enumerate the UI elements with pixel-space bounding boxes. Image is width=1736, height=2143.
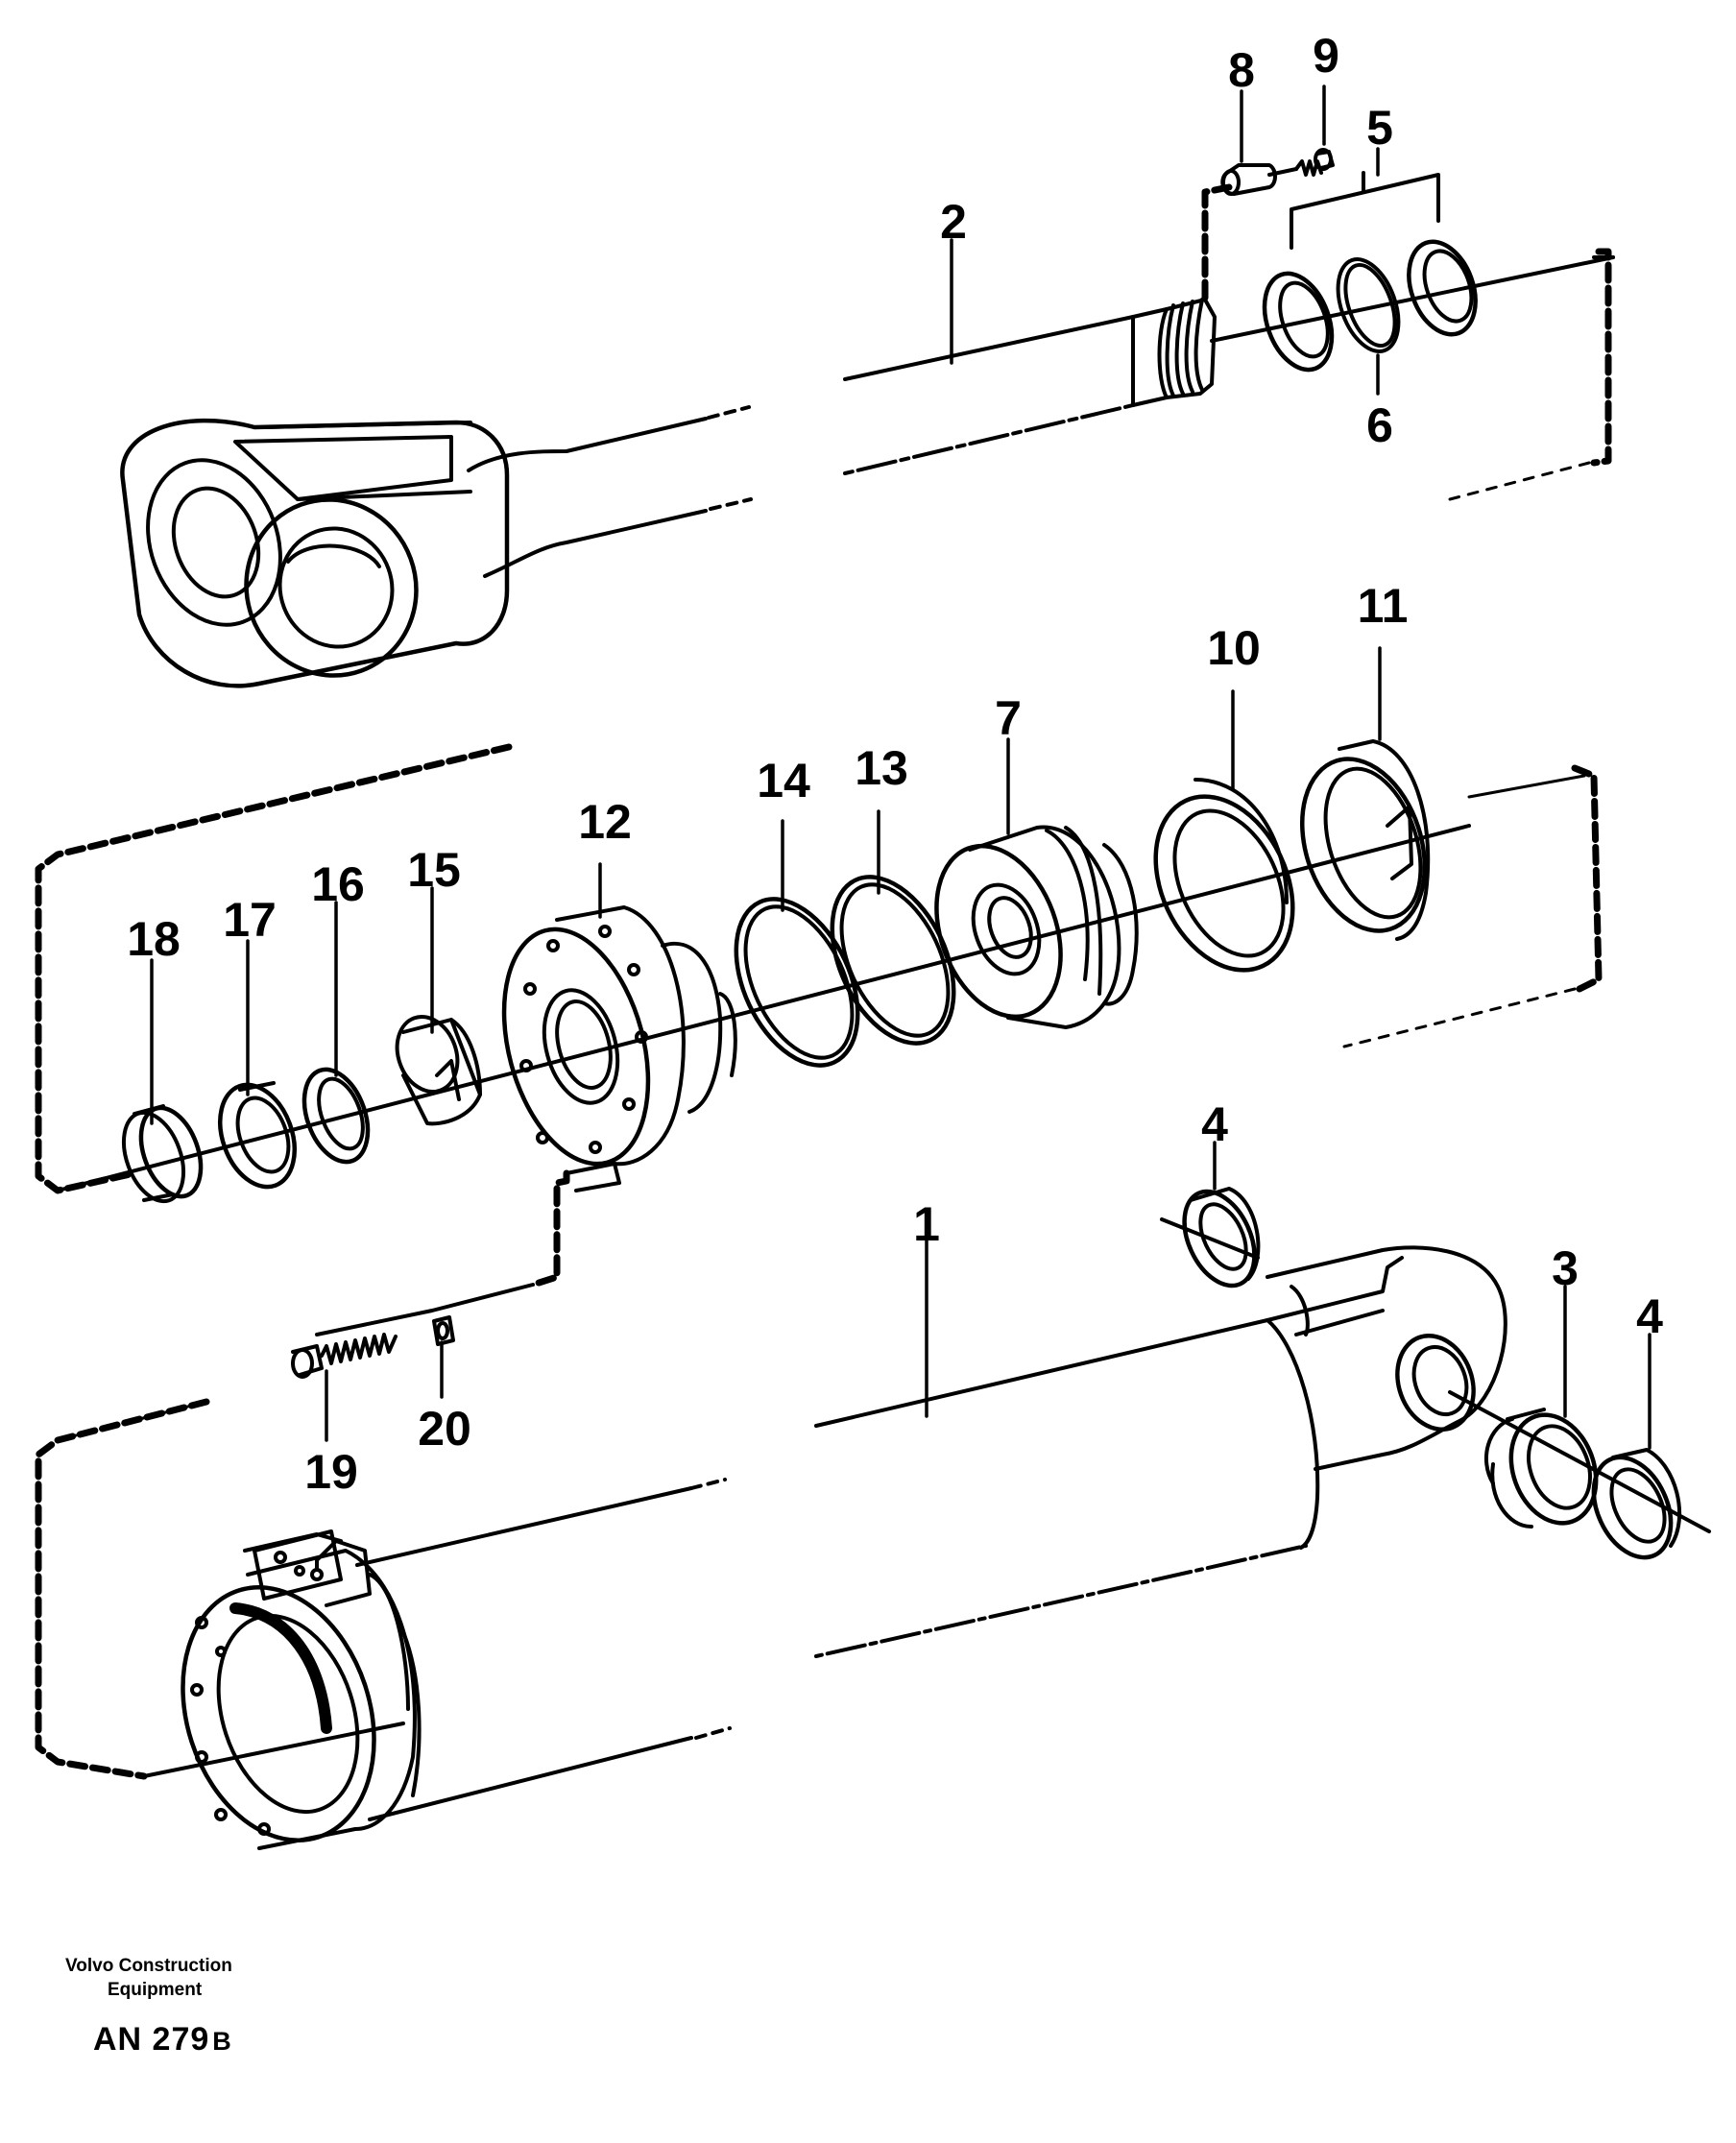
callout-12: 12 xyxy=(578,795,632,849)
bottom-row-frame xyxy=(35,1398,210,1780)
callout-3: 3 xyxy=(1552,1241,1579,1295)
item-4-lower-seal xyxy=(1591,1448,1682,1560)
item-5-seal-ring-b xyxy=(1407,239,1478,337)
item-16-seal-ring xyxy=(301,1067,371,1165)
callout-4-lower: 4 xyxy=(1636,1289,1663,1343)
item-6-o-ring xyxy=(1336,257,1401,353)
callout-8: 8 xyxy=(1228,43,1255,97)
callout-2: 2 xyxy=(940,195,967,249)
item-3-bearing xyxy=(1483,1408,1599,1529)
callout-14: 14 xyxy=(757,754,810,807)
item-18-wiper-seal xyxy=(121,1104,204,1204)
leader-lines xyxy=(150,84,1652,1450)
callout-15: 15 xyxy=(407,843,461,897)
manufacturer-name-line2: Equipment xyxy=(108,1980,203,2000)
item-19-bolt xyxy=(291,1333,398,1379)
callout-10: 10 xyxy=(1207,621,1261,675)
item-8-valve xyxy=(1220,163,1298,196)
item-7-piston xyxy=(934,825,1139,1029)
callout-11: 11 xyxy=(1358,579,1409,633)
middle-to-bottom-connector xyxy=(315,1169,570,1336)
item-12-cylinder-head xyxy=(501,905,737,1192)
callout-1: 1 xyxy=(913,1197,940,1251)
item-5-bracket xyxy=(1290,171,1440,250)
drawing-revision: B xyxy=(212,2027,232,2056)
callout-7: 7 xyxy=(995,691,1022,745)
middle-row-frame xyxy=(35,743,1603,1194)
item-4-upper-seal xyxy=(1182,1187,1261,1288)
item-9-spring xyxy=(1294,148,1335,177)
cylinder-tube-assembly xyxy=(142,1217,1711,1850)
callout-17: 17 xyxy=(223,893,277,947)
callout-20: 20 xyxy=(418,1402,471,1456)
callout-19: 19 xyxy=(304,1445,358,1499)
callout-4-upper: 4 xyxy=(1201,1097,1228,1151)
callout-6: 6 xyxy=(1366,398,1393,452)
callout-18: 18 xyxy=(127,912,181,966)
item-10-seal-ring xyxy=(1153,778,1295,973)
item-5-seal-ring-a xyxy=(1262,271,1335,373)
item-11-guide-ring xyxy=(1299,739,1431,941)
item-17-rod-seal xyxy=(218,1081,297,1190)
manufacturer-name: Volvo Construction xyxy=(65,1956,232,1976)
top-row-connector xyxy=(1201,183,1615,501)
callout-13: 13 xyxy=(855,741,908,795)
callout-5: 5 xyxy=(1366,101,1393,155)
item-15-bushing xyxy=(395,1015,482,1126)
piston-rod-assembly xyxy=(120,255,1615,688)
callout-9: 9 xyxy=(1313,29,1339,83)
item-20-lock-washer xyxy=(432,1315,455,1346)
callout-16: 16 xyxy=(311,857,365,911)
bottom-row-frame-top xyxy=(56,1400,208,1442)
drawing-number: AN 279 xyxy=(93,2021,210,2058)
